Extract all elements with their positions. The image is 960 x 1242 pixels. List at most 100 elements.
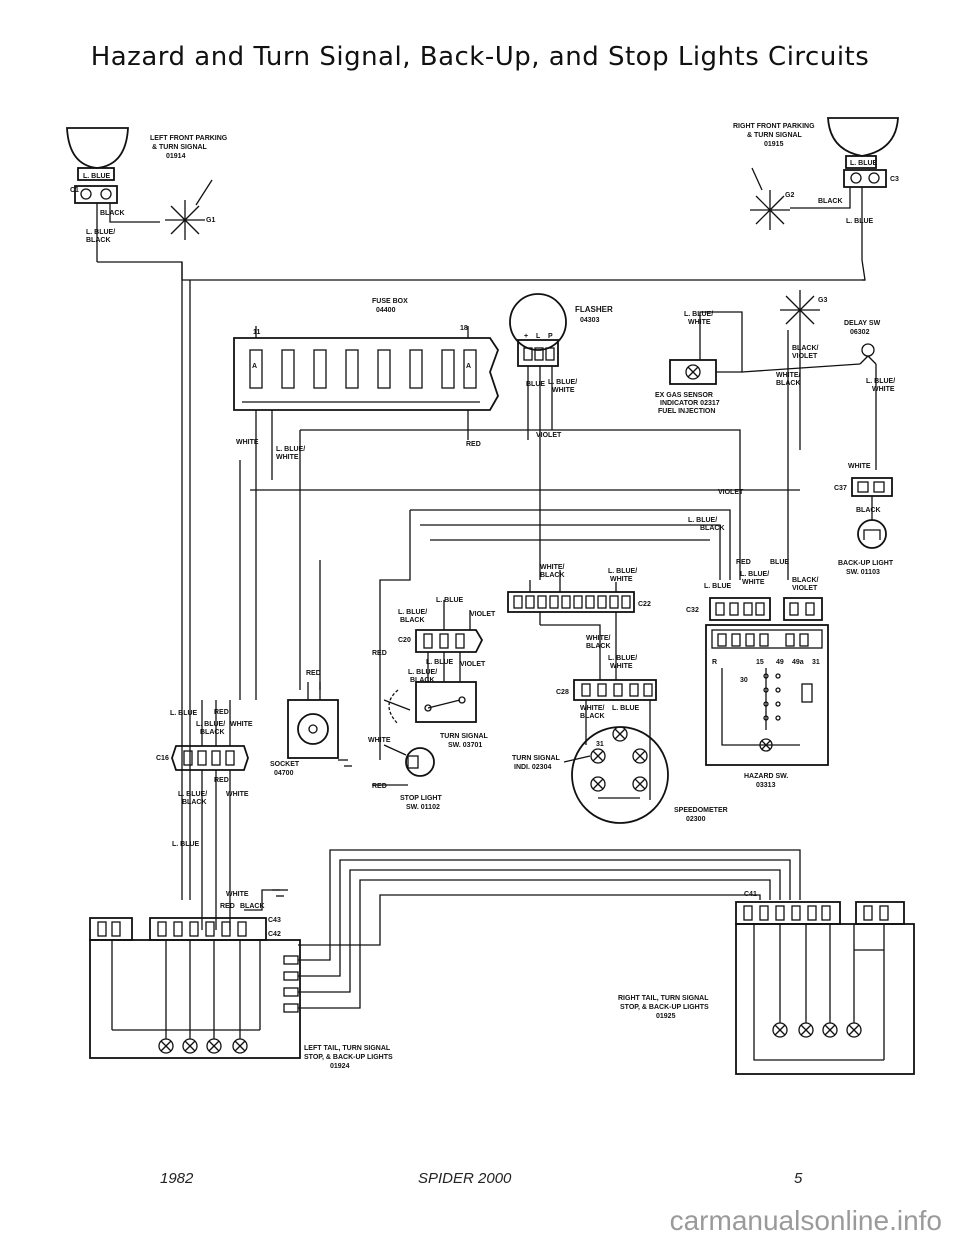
- haz-49a: 49a: [792, 659, 804, 666]
- stop-white-label: WHITE: [368, 737, 391, 744]
- c16-red: RED: [214, 709, 229, 716]
- fuse-a-left: A: [252, 363, 257, 370]
- exgas-line2: INDICATOR 02317: [660, 400, 720, 407]
- left-tail-line2: STOP, & BACK-UP LIGHTS: [304, 1054, 393, 1061]
- ground-g2-icon: [750, 167, 790, 230]
- flasher-violet-label: VIOLET: [536, 432, 562, 439]
- c20-label: C20: [398, 637, 411, 644]
- tss-lblue-black-1: L. BLUE/: [408, 669, 437, 676]
- lf-parking-line1: LEFT FRONT PARKING: [150, 135, 228, 142]
- c22-connector: WHITE/ BLACK L. BLUE/ WHITE C22 WHITE/ B…: [507, 564, 651, 680]
- watermark: carmanualsonline.info: [669, 1205, 942, 1236]
- c22b-white-black-2: BLACK: [586, 643, 611, 650]
- violet-wire-label: VIOLET: [718, 489, 744, 496]
- left-tail-light: C43 C42 LEFT TAIL, TURN SIGNAL STOP, & B…: [89, 917, 393, 1070]
- c16-lblue-black-2: BLACK: [200, 729, 225, 736]
- c37-label: C37: [834, 485, 847, 492]
- c22-label: C22: [638, 601, 651, 608]
- speedometer-code: 02300: [686, 816, 706, 823]
- backup-code: SW. 01103: [846, 569, 880, 576]
- footer-model: SPIDER 2000: [418, 1170, 512, 1187]
- fuse-a-right: A: [466, 363, 471, 370]
- tss-lblue-black-2: BLACK: [410, 677, 435, 684]
- right-tail-line3: 01925: [656, 1013, 676, 1020]
- flasher: + L P FLASHER 04303 BLUE L. BLUE/ WHITE …: [509, 293, 613, 580]
- flasher-pin-p: P: [548, 333, 553, 340]
- left-tail-bulb-icons: [158, 1038, 248, 1054]
- lf-parking-line2: & TURN SIGNAL: [152, 144, 208, 151]
- g3-black-violet-1: BLACK/: [792, 345, 818, 352]
- lf-lblue-black-1: L. BLUE/: [86, 229, 115, 236]
- g3-label: G3: [818, 297, 827, 304]
- delay-sw-label: DELAY SW: [844, 320, 881, 327]
- c22-lblue-white-1: L. BLUE/: [608, 568, 637, 575]
- fuse-box: FUSE BOX 04400 11 18 A A WHITE L. BLUE/ …: [233, 298, 500, 461]
- c16b-lblue-black-1: L. BLUE/: [178, 791, 207, 798]
- c20-lblue-label: L. BLUE: [436, 597, 464, 604]
- haz-lblue-white-1: L. BLUE/: [740, 571, 769, 578]
- fuse-box-label: FUSE BOX: [372, 298, 408, 305]
- tss-violet: VIOLET: [460, 661, 486, 668]
- spd-white-black-1: WHITE/: [580, 705, 605, 712]
- tss-lblue: L. BLUE: [426, 659, 454, 666]
- turn-signal-indicator-icon: [590, 726, 648, 792]
- flasher-lblue-white-2: WHITE: [552, 387, 575, 394]
- ground-g3-icon: [780, 290, 820, 330]
- haz-blue: BLUE: [770, 559, 789, 566]
- fuse-11-label: 11: [253, 329, 261, 336]
- c43-red: RED: [220, 903, 235, 910]
- c3-label: C3: [890, 176, 899, 183]
- stop-light-switch: WHITE RED STOP LIGHT SW. 01102: [368, 737, 442, 811]
- lf-parking-line3: 01914: [166, 153, 186, 160]
- stop-code: SW. 01102: [406, 804, 440, 811]
- c16-lblue: L. BLUE: [170, 710, 198, 717]
- c22-white-black-1: WHITE/: [540, 564, 565, 571]
- lf-black-label: BLACK: [100, 210, 125, 217]
- exgas-line1: EX GAS SENSOR: [655, 392, 713, 399]
- fuse-white-label: WHITE: [236, 439, 259, 446]
- ind-code: INDI. 02304: [514, 764, 551, 771]
- c20-lblue-black-2: BLACK: [400, 617, 425, 624]
- c20-violet-label: VIOLET: [470, 611, 496, 618]
- exgas-lblue-white-1: L. BLUE/: [684, 311, 713, 318]
- rf-parking-line3: 01915: [764, 141, 784, 148]
- right-tail-light: C41 RIGHT TAIL, TURN SIGNAL STOP, & BACK…: [618, 891, 915, 1075]
- speedometer: C28 WHITE/ BLACK L. BLUE 31 TURN SIGNAL …: [512, 679, 728, 824]
- hazard-switch: RED BLUE L. BLUE/ WHITE L. BLUE BLACK/ V…: [686, 559, 829, 789]
- fuse-row: [249, 349, 477, 389]
- haz-30: 30: [740, 677, 748, 684]
- c41-label: C41: [744, 891, 757, 898]
- lblue-black-h-1: L. BLUE/: [688, 517, 717, 524]
- c32-label: C32: [686, 607, 699, 614]
- left-tail-line3: 01924: [330, 1063, 350, 1070]
- rf-black-label: BLACK: [818, 198, 843, 205]
- right-front-parking-lamp: C3 RIGHT FRONT PARKING & TURN SIGNAL 019…: [733, 117, 899, 260]
- delay-switch: DELAY SW 06302 L. BLUE/ WHITE: [741, 320, 895, 470]
- backup-label: BACK-UP LIGHT: [838, 560, 894, 567]
- stop-label: STOP LIGHT: [400, 795, 442, 802]
- c16-white: WHITE: [230, 721, 253, 728]
- turn-signal-switch: L. BLUE L. BLUE/ BLACK VIOLET C20 L. BLU…: [383, 597, 496, 749]
- fuse-red-label: RED: [466, 441, 481, 448]
- hazard-label: HAZARD SW.: [744, 773, 788, 780]
- fuse-lblue-white-1: L. BLUE/: [276, 446, 305, 453]
- c22b-lblue-white-1: L. BLUE/: [608, 655, 637, 662]
- haz-black-violet-1: BLACK/: [792, 577, 818, 584]
- footer-year: 1982: [160, 1170, 194, 1187]
- socket-code: 04700: [274, 770, 294, 777]
- c16b-white: WHITE: [226, 791, 249, 798]
- haz-lblue: L. BLUE: [704, 583, 732, 590]
- flasher-lblue-white-1: L. BLUE/: [548, 379, 577, 386]
- fuse-lblue-white-2: WHITE: [276, 454, 299, 461]
- ind-label: TURN SIGNAL: [512, 755, 561, 762]
- hazard-code: 03313: [756, 782, 776, 789]
- haz-pin-r: R: [712, 659, 717, 666]
- c42-label: C42: [268, 931, 281, 938]
- g3-black-violet-2: VIOLET: [792, 353, 818, 360]
- haz-15: 15: [756, 659, 764, 666]
- c43-white: WHITE: [226, 891, 249, 898]
- ex-gas-sensor-indicator: L. BLUE/ WHITE EX GAS SENSOR INDICATOR 0…: [655, 311, 743, 415]
- c43-label: C43: [268, 917, 281, 924]
- delay-lblue-white-2: WHITE: [872, 386, 895, 393]
